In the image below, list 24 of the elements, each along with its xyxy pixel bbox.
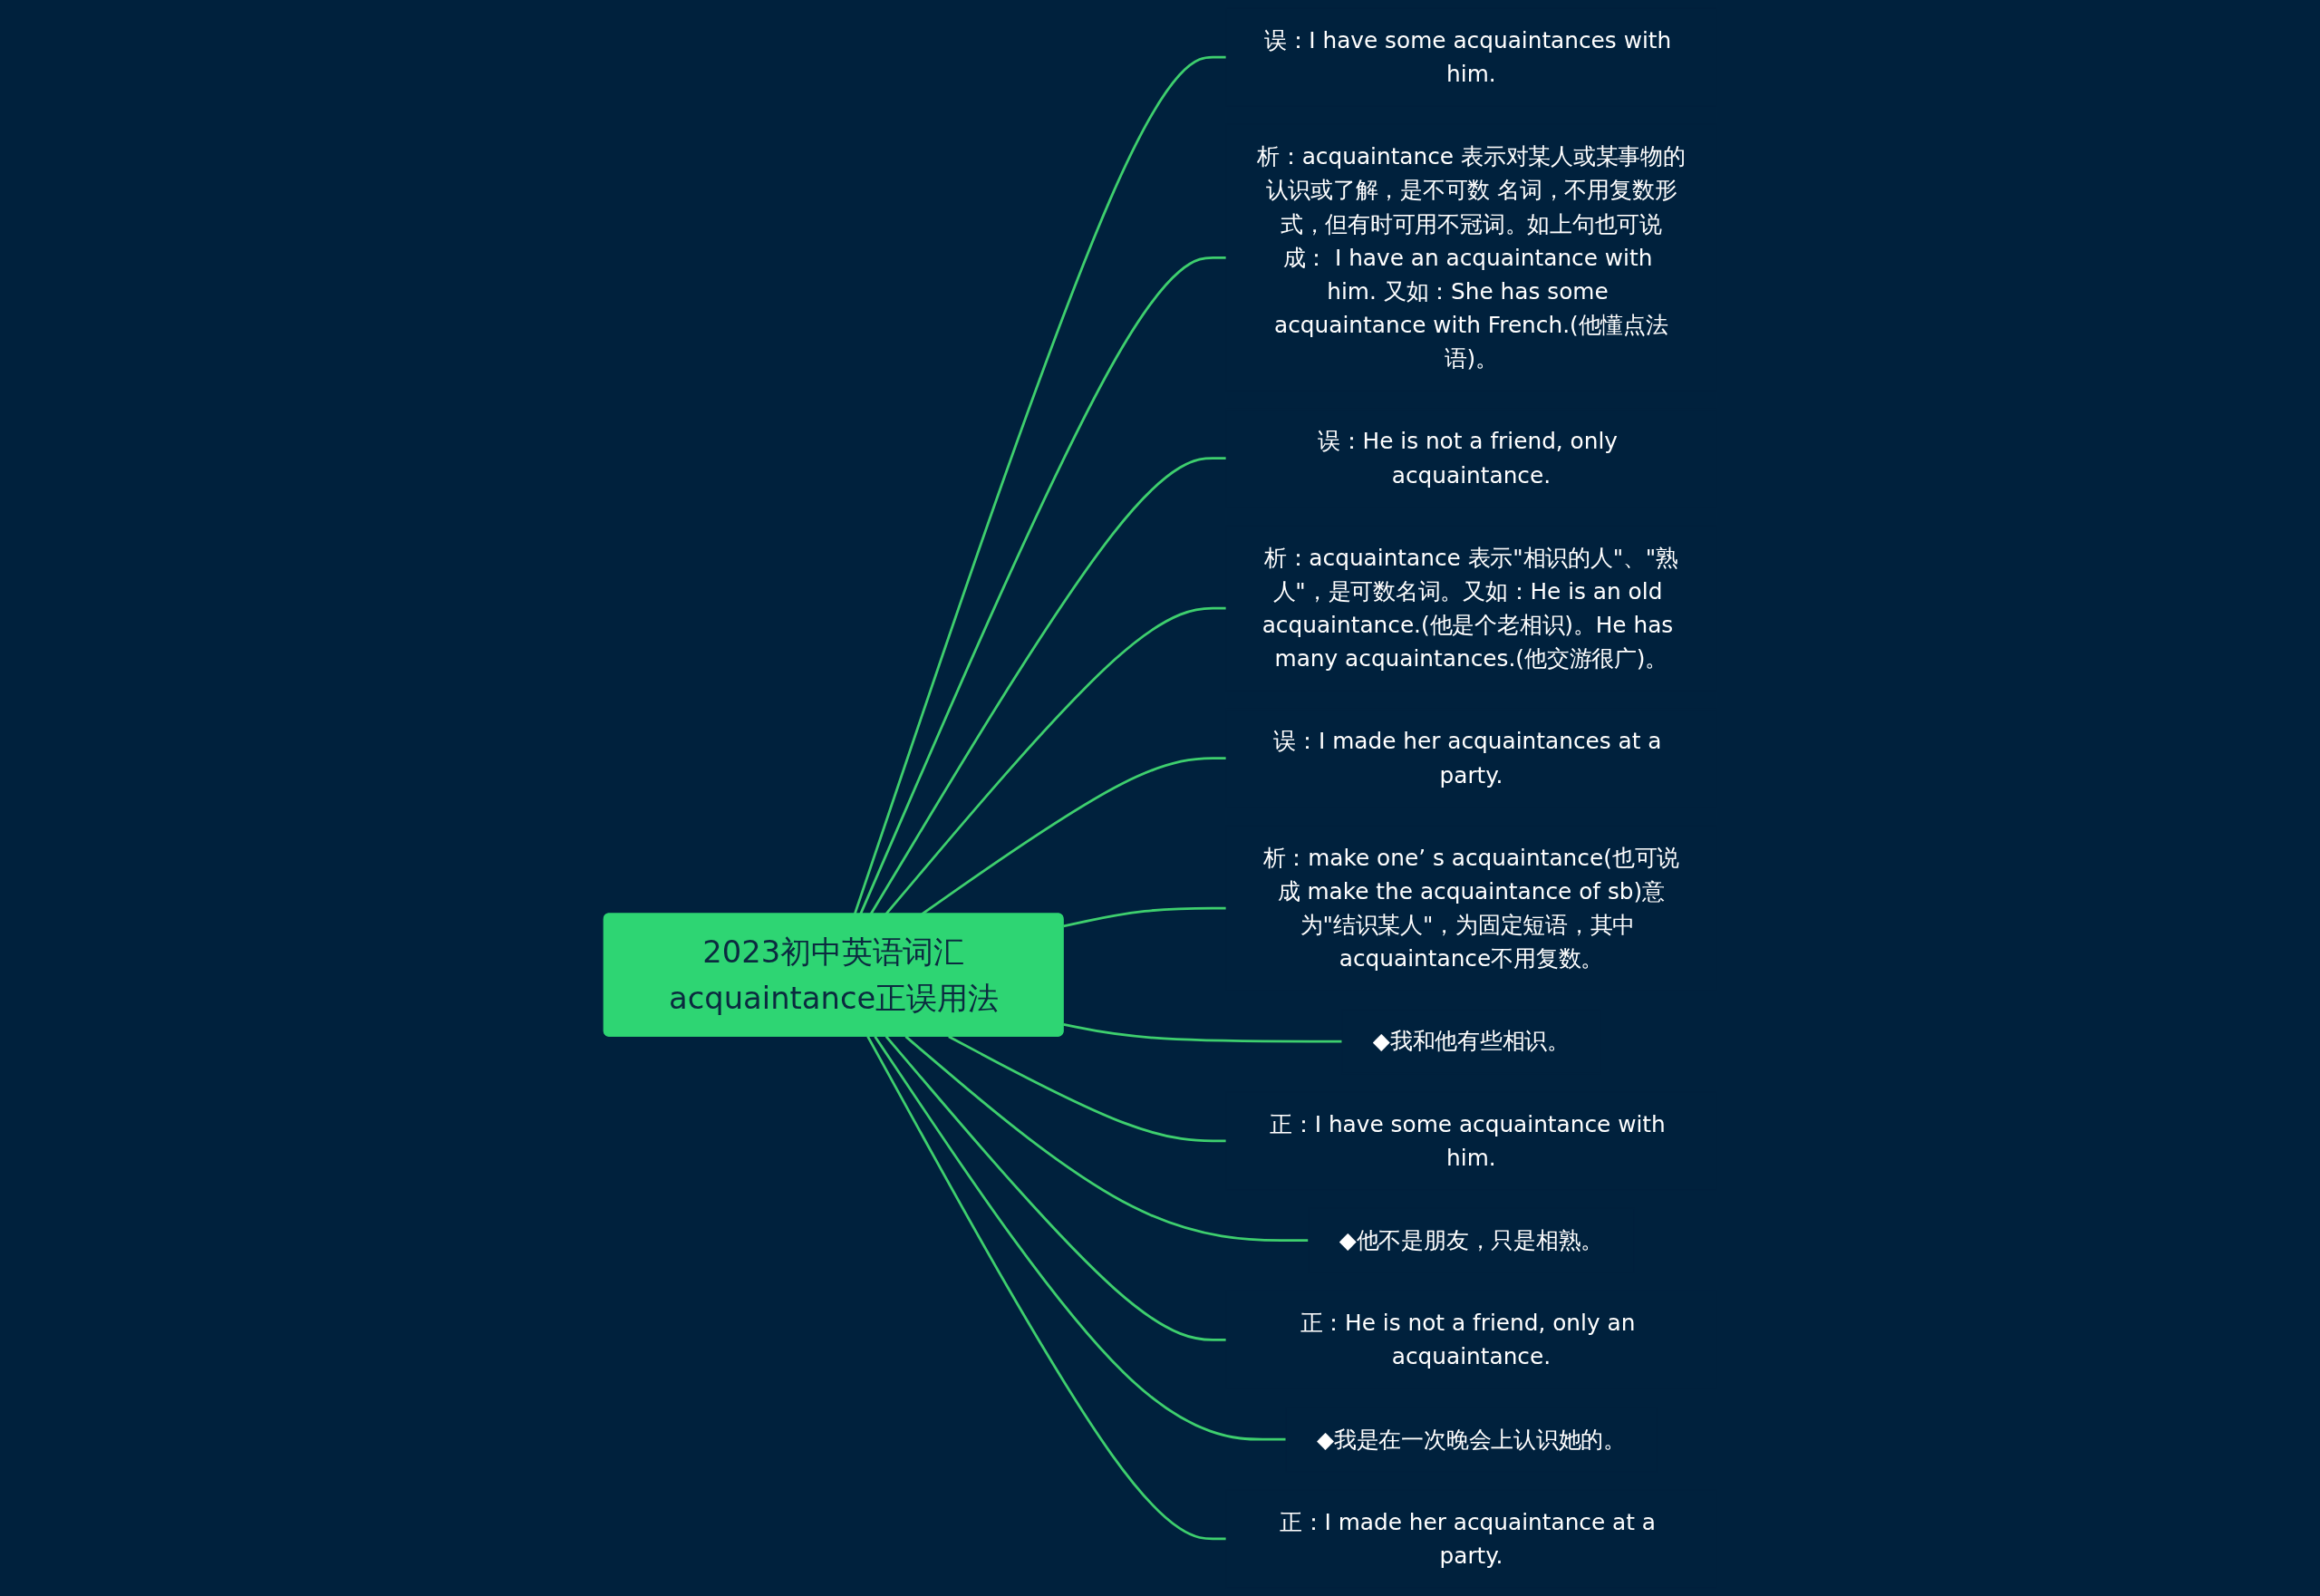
- node-text: 误：He is not a friend, only acquaintance.: [1317, 428, 1619, 488]
- node-text: 析：make one’ s acquaintance(也可说成 make the acquaintance of sb)意为"结识某人"，为固定短语，其中 acquaintance不用复数。: [1262, 845, 1680, 972]
- connector: [921, 757, 1227, 915]
- connector: [869, 457, 1227, 915]
- connector: [884, 606, 1227, 915]
- node-text: 正：He is not a friend, only an acquaintance.: [1300, 1310, 1636, 1370]
- node-text: ◆我是在一次晚会上认识她的。: [1316, 1427, 1626, 1453]
- node-text: 正：I have some acquaintance with him.: [1270, 1111, 1666, 1171]
- connector: [948, 1035, 1227, 1143]
- connector: [884, 1035, 1227, 1341]
- connector: [1063, 1022, 1343, 1043]
- connector: [859, 256, 1227, 915]
- node-text: 析：acquaintance 表示对某人或某事物的认识或了解，是不可数 名词，不用复数形式，但有时可用不冠词。如上句也可说成： I have an acquaintance with him. 又如：She has some acquaintance with French.(他懂点法语)。: [1257, 143, 1686, 372]
- node-text: ◆他不是朋友，只是相熟。: [1339, 1227, 1604, 1253]
- connector: [904, 1035, 1309, 1242]
- connector: [1063, 906, 1227, 928]
- node-text: 误：I have some acquaintances with him.: [1263, 27, 1672, 87]
- connector: [866, 1036, 1227, 1541]
- connector: [874, 1035, 1287, 1441]
- node-text: 误：I made her acquaintances at a party.: [1273, 728, 1662, 788]
- connector: [853, 55, 1227, 915]
- node-text: 正：I made her acquaintance at a party.: [1279, 1509, 1657, 1569]
- node-text: 析：acquaintance 表示"相识的人"、"熟人"，是可数名词。又如：He is an old acquaintance.(他是个老相识)。He has many acquaintances.(他交游很广)。: [1262, 545, 1679, 672]
- node-text: ◆我和他有些相识。: [1372, 1028, 1571, 1055]
